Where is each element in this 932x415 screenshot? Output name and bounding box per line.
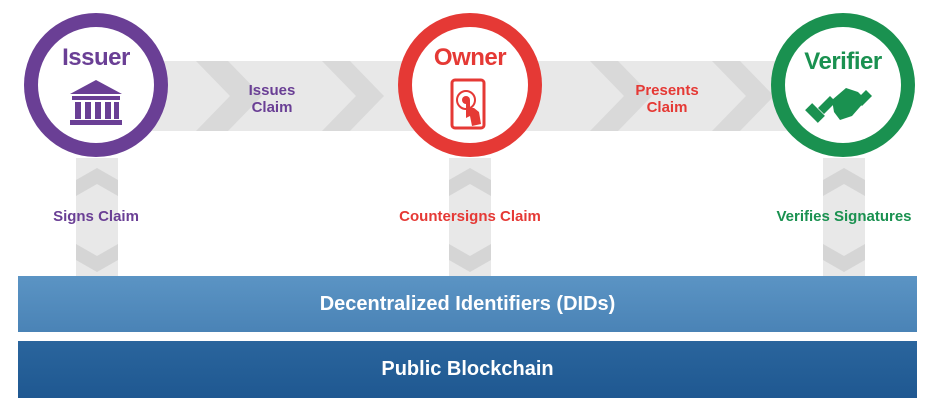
issuer-node — [24, 13, 168, 157]
owner-node — [398, 13, 542, 157]
issuer-title: Issuer — [62, 44, 130, 71]
countersigns-claim-label: Countersigns Claim — [399, 208, 541, 225]
issues-claim-line1: Issues — [248, 82, 296, 99]
issues-claim-line2: Claim — [251, 99, 293, 116]
vertical-connector-verifier — [823, 158, 865, 276]
signs-claim-label: Signs Claim — [53, 208, 139, 225]
verifier-title: Verifier — [804, 48, 882, 75]
blockchain-layer: Public Blockchain — [18, 341, 917, 398]
presents-claim-line1: Presents — [635, 82, 699, 99]
verifier-node — [771, 13, 915, 157]
verifies-signatures-label: Verifies Signatures — [776, 208, 912, 225]
presents-claim-label: Presents Claim — [625, 82, 709, 116]
chevron-arrow — [322, 61, 384, 131]
touch-phone-icon — [450, 78, 486, 130]
did-layer: Decentralized Identifiers (DIDs) — [18, 276, 917, 332]
chevron-arrow — [196, 61, 262, 131]
chevron-arrow — [590, 61, 652, 131]
handshake-icon — [805, 88, 872, 123]
bank-icon — [70, 80, 122, 125]
owner-title: Owner — [433, 44, 507, 71]
issues-claim-label: Issues Claim — [232, 82, 312, 116]
blockchain-layer-label: Public Blockchain — [381, 358, 554, 380]
did-layer-label: Decentralized Identifiers (DIDs) — [319, 292, 616, 315]
vertical-connector-issuer — [76, 158, 118, 276]
presents-claim-line2: Claim — [646, 99, 688, 116]
chevron-arrow — [712, 61, 774, 131]
vertical-connector-owner — [449, 158, 491, 276]
